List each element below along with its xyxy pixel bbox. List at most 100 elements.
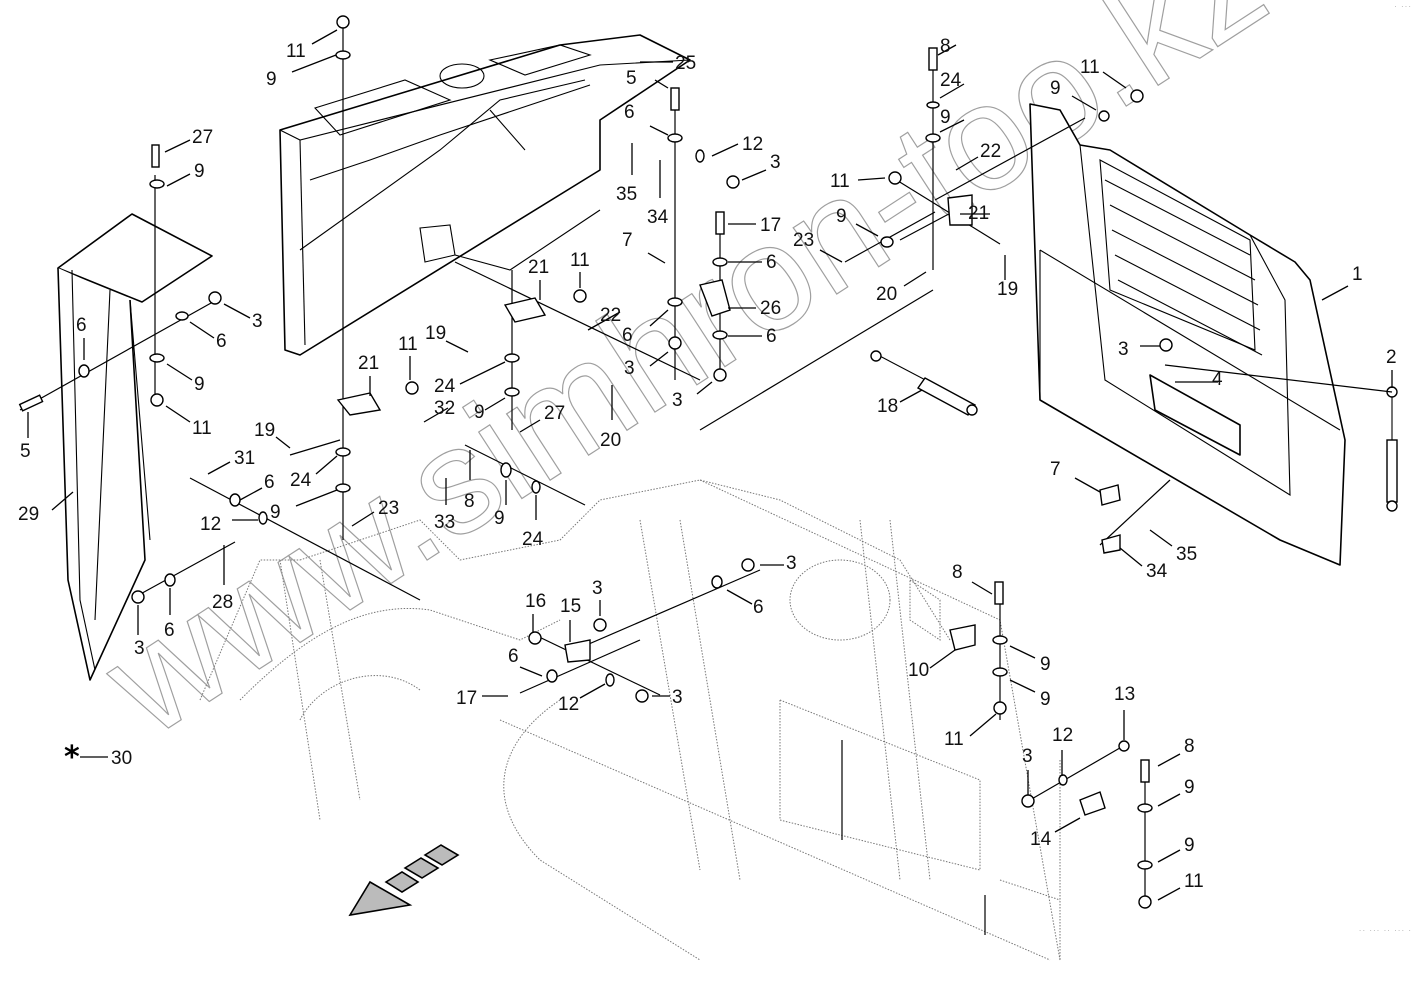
callout-number: 23 [378, 498, 399, 519]
washer-icon [992, 667, 1008, 677]
callout-number: 9 [266, 69, 277, 90]
callout-number: 21 [968, 203, 989, 224]
callout-number: 9 [194, 374, 205, 395]
bolt-icon [151, 144, 160, 168]
callout-8: 8 [952, 562, 993, 595]
callout-number: 9 [270, 502, 281, 523]
washer-icon [335, 483, 351, 493]
leader-line [164, 139, 191, 153]
leader-line [649, 351, 669, 367]
bolt-icon [1140, 759, 1150, 783]
washer-icon [926, 101, 940, 109]
nut-icon [713, 368, 727, 382]
leader-line [711, 143, 739, 157]
callout-7: 7 [1050, 459, 1101, 493]
callout-number: 19 [425, 323, 446, 344]
bracket-icon [947, 194, 973, 226]
nut-icon [593, 618, 607, 632]
callout-21: 21 [358, 353, 379, 396]
washer-icon [711, 575, 723, 589]
washer-icon [175, 311, 189, 321]
callout-number: 8 [952, 562, 963, 583]
callout-8: 8 [464, 450, 475, 512]
washer-icon [1137, 860, 1153, 870]
leader-line [1009, 645, 1036, 659]
leader-line [165, 405, 191, 423]
callout-number: 2 [1386, 347, 1397, 368]
callout-number: 28 [212, 592, 233, 613]
rear-door-part-1 [1029, 103, 1346, 566]
callout-number: 6 [766, 252, 777, 273]
washer-icon [880, 236, 894, 248]
leader-line [1157, 793, 1181, 807]
callout-16: 16 [525, 591, 546, 632]
leader-line [929, 649, 956, 669]
callout-9: 9 [266, 54, 337, 90]
callout-number: 9 [1184, 835, 1195, 856]
callout-number: 21 [358, 353, 379, 374]
callout-number: 9 [836, 206, 847, 227]
callout-number: 6 [76, 315, 87, 336]
callout-number: 9 [1040, 689, 1051, 710]
callout-number: 3 [672, 687, 683, 708]
leader-line [1157, 753, 1181, 767]
callout-12: 12 [558, 683, 606, 715]
callout-13: 13 [1114, 684, 1135, 740]
callout-12: 12 [711, 134, 763, 157]
nut-icon [741, 558, 755, 572]
callout-number: 34 [1146, 561, 1168, 582]
callout-number: 9 [494, 508, 505, 529]
callout-32: 32 [423, 398, 455, 423]
washer-icon [335, 447, 351, 457]
leader-line [1071, 95, 1097, 111]
callout-6: 6 [189, 321, 227, 352]
callout-number: 9 [194, 161, 205, 182]
asterisk-icon: * [64, 740, 80, 775]
callout-23: 23 [351, 498, 399, 527]
callout-5: 5 [20, 412, 31, 462]
leader-line [275, 436, 291, 449]
callout-9: 9 [166, 161, 205, 187]
callout-number: 6 [164, 620, 175, 641]
callout-8: 8 [937, 36, 957, 57]
callout-3: 3 [672, 381, 713, 411]
callout-number: 3 [672, 390, 683, 411]
callout-9: 9 [836, 206, 879, 237]
callout-34: 34 [647, 160, 669, 228]
nut-icon [208, 291, 222, 305]
callout-3: 3 [1022, 746, 1033, 795]
callout-number: 11 [192, 418, 212, 439]
callout-number: 11 [830, 171, 850, 192]
callout-23: 23 [793, 230, 843, 263]
bracket-icon [336, 392, 382, 416]
callout-12: 12 [200, 514, 258, 535]
callout-number: 24 [940, 70, 962, 91]
leader-line [1321, 285, 1349, 301]
callout-number: 6 [766, 326, 777, 347]
callout-number: 20 [600, 430, 621, 451]
callout-8: 8 [1157, 736, 1195, 767]
callout-number: 27 [192, 127, 213, 148]
callout-number: 6 [216, 331, 227, 352]
callout-number: 9 [940, 107, 951, 128]
callout-number: 10 [908, 660, 929, 681]
leader-line [741, 169, 767, 181]
callout-17: 17 [456, 688, 508, 709]
callout-9: 9 [939, 107, 965, 133]
washer-icon [258, 511, 268, 525]
callout-number: 29 [18, 504, 39, 525]
callout-number: 11 [570, 250, 590, 271]
callout-35: 35 [1149, 529, 1197, 565]
callout-number: 3 [770, 152, 781, 173]
callout-3: 3 [592, 578, 603, 616]
callout-6: 6 [508, 646, 543, 677]
callout-number: 27 [544, 403, 565, 424]
callout-number: 3 [252, 311, 263, 332]
callout-number: 5 [626, 68, 637, 89]
corner-code-bottom: ·· ··· ·· ··· · [1358, 926, 1412, 935]
callout-31: 31 [207, 448, 255, 475]
leader-line [1054, 817, 1081, 833]
bracket-icon [949, 624, 976, 651]
washer-icon [149, 353, 165, 363]
nut-icon [336, 15, 350, 29]
